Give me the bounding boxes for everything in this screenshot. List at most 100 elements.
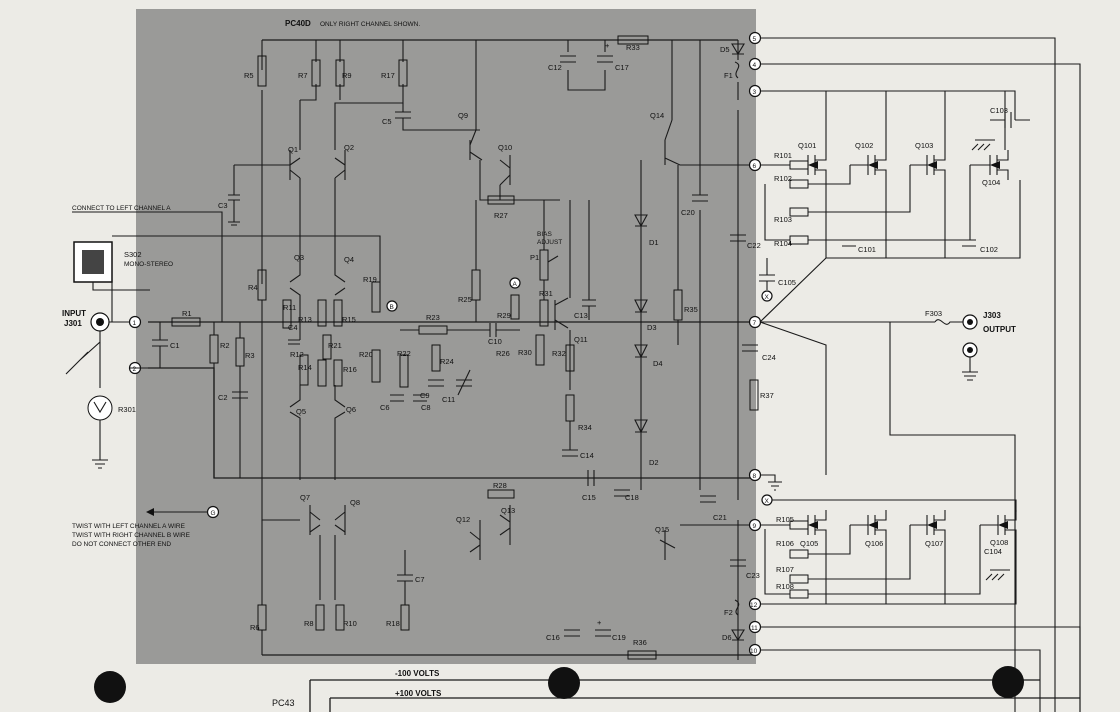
svg-text:C7: C7 <box>415 575 425 584</box>
bias-label: BIAS <box>537 231 552 238</box>
svg-text:D4: D4 <box>653 359 663 368</box>
board-note: ONLY RIGHT CHANNEL SHOWN. <box>320 21 420 28</box>
svg-text:X: X <box>765 294 770 301</box>
svg-text:C22: C22 <box>747 241 761 250</box>
svg-text:Q101: Q101 <box>798 141 816 150</box>
svg-text:C15: C15 <box>582 493 596 502</box>
connect-left-note: CONNECT TO LEFT CHANNEL A <box>72 205 171 212</box>
svg-text:11: 11 <box>751 625 758 632</box>
svg-text:C10: C10 <box>488 337 502 346</box>
svg-text:R108: R108 <box>776 582 794 591</box>
svg-text:Q107: Q107 <box>925 539 943 548</box>
twist-note-1: TWIST WITH LEFT CHANNEL A WIRE <box>72 523 186 530</box>
svg-text:F1: F1 <box>724 71 733 80</box>
svg-text:R29: R29 <box>497 311 511 320</box>
svg-text:C20: C20 <box>681 208 695 217</box>
svg-text:Q103: Q103 <box>915 141 933 150</box>
svg-text:9: 9 <box>753 523 757 530</box>
svg-text:R103: R103 <box>774 215 792 224</box>
svg-text:R5: R5 <box>244 71 254 80</box>
svg-text:2: 2 <box>133 366 137 373</box>
svg-text:C16: C16 <box>546 633 560 642</box>
svg-text:R23: R23 <box>426 313 440 322</box>
svg-text:R15: R15 <box>342 315 356 324</box>
svg-text:D1: D1 <box>649 238 659 247</box>
output-jack-id: J303 <box>983 311 1001 320</box>
node-b: B <box>390 304 394 311</box>
svg-text:C104: C104 <box>984 547 1002 556</box>
svg-text:R17: R17 <box>381 71 395 80</box>
pc43-label: PC43 <box>272 698 295 708</box>
svg-text:Q102: Q102 <box>855 141 873 150</box>
svg-text:R25: R25 <box>458 295 472 304</box>
svg-text:R4: R4 <box>248 283 258 292</box>
svg-text:C6: C6 <box>380 403 390 412</box>
svg-text:Q106: Q106 <box>865 539 883 548</box>
svg-text:Q7: Q7 <box>300 493 310 502</box>
svg-text:R3: R3 <box>245 351 255 360</box>
svg-text:R18: R18 <box>386 619 400 628</box>
svg-text:1: 1 <box>133 320 137 327</box>
svg-text:3: 3 <box>753 89 757 96</box>
svg-text:R107: R107 <box>776 565 794 574</box>
svg-text:Q10: Q10 <box>498 143 512 152</box>
adjust-label: ADJUST <box>537 239 562 246</box>
svg-text:X: X <box>765 498 770 505</box>
mounting-hole-right <box>992 666 1024 698</box>
svg-text:R21: R21 <box>328 341 342 350</box>
svg-text:C5: C5 <box>382 117 392 126</box>
svg-text:R22: R22 <box>397 349 411 358</box>
svg-text:Q5: Q5 <box>296 407 306 416</box>
svg-text:R14: R14 <box>298 363 312 372</box>
svg-text:R24: R24 <box>440 357 454 366</box>
svg-text:10: 10 <box>750 648 758 655</box>
svg-text:R32: R32 <box>552 349 566 358</box>
svg-text:Q4: Q4 <box>344 255 354 264</box>
svg-text:Q108: Q108 <box>990 538 1008 547</box>
svg-text:C11: C11 <box>442 395 455 404</box>
svg-text:Q3: Q3 <box>294 253 304 262</box>
svg-text:R11: R11 <box>283 303 296 312</box>
svg-text:R16: R16 <box>343 365 357 374</box>
svg-text:R30: R30 <box>518 348 532 357</box>
svg-text:5: 5 <box>753 36 757 43</box>
svg-text:R2: R2 <box>220 341 230 350</box>
svg-text:Q6: Q6 <box>346 405 356 414</box>
svg-text:R1: R1 <box>182 309 192 318</box>
svg-text:R12: R12 <box>290 350 304 359</box>
svg-text:Q2: Q2 <box>344 143 354 152</box>
svg-text:R10: R10 <box>343 619 357 628</box>
rail-pos-label: +100 VOLTS <box>395 689 442 698</box>
svg-text:C18: C18 <box>625 493 639 502</box>
input-jack: J301 <box>64 319 82 328</box>
input-label: INPUT <box>62 309 86 318</box>
board-title: PC40D <box>285 19 311 28</box>
svg-text:C9: C9 <box>420 391 430 400</box>
svg-text:R102: R102 <box>774 174 792 183</box>
mounting-hole-center <box>548 667 580 699</box>
svg-text:Q11: Q11 <box>574 335 588 344</box>
svg-text:Q12: Q12 <box>456 515 470 524</box>
svg-text:R105: R105 <box>776 515 794 524</box>
svg-text:R8: R8 <box>304 619 314 628</box>
svg-text:R33: R33 <box>626 43 640 52</box>
svg-text:C4: C4 <box>288 323 298 332</box>
svg-text:C1: C1 <box>170 341 180 350</box>
svg-text:C24: C24 <box>762 353 776 362</box>
svg-text:G: G <box>211 510 216 517</box>
svg-text:+: + <box>597 618 602 627</box>
node-a: A <box>513 281 518 288</box>
svg-text:6: 6 <box>753 163 757 170</box>
svg-text:R35: R35 <box>684 305 698 314</box>
switch-name: S302 <box>124 250 142 259</box>
svg-text:R13: R13 <box>298 315 312 324</box>
svg-text:Q9: Q9 <box>458 111 468 120</box>
svg-text:Q105: Q105 <box>800 539 818 548</box>
output-jack-label: OUTPUT <box>983 325 1016 334</box>
svg-text:C23: C23 <box>746 571 760 580</box>
svg-text:R31: R31 <box>539 289 553 298</box>
output-fuse: F303 <box>925 309 942 318</box>
svg-text:R19: R19 <box>363 275 377 284</box>
svg-text:R301: R301 <box>118 405 136 414</box>
svg-text:7: 7 <box>753 320 757 327</box>
